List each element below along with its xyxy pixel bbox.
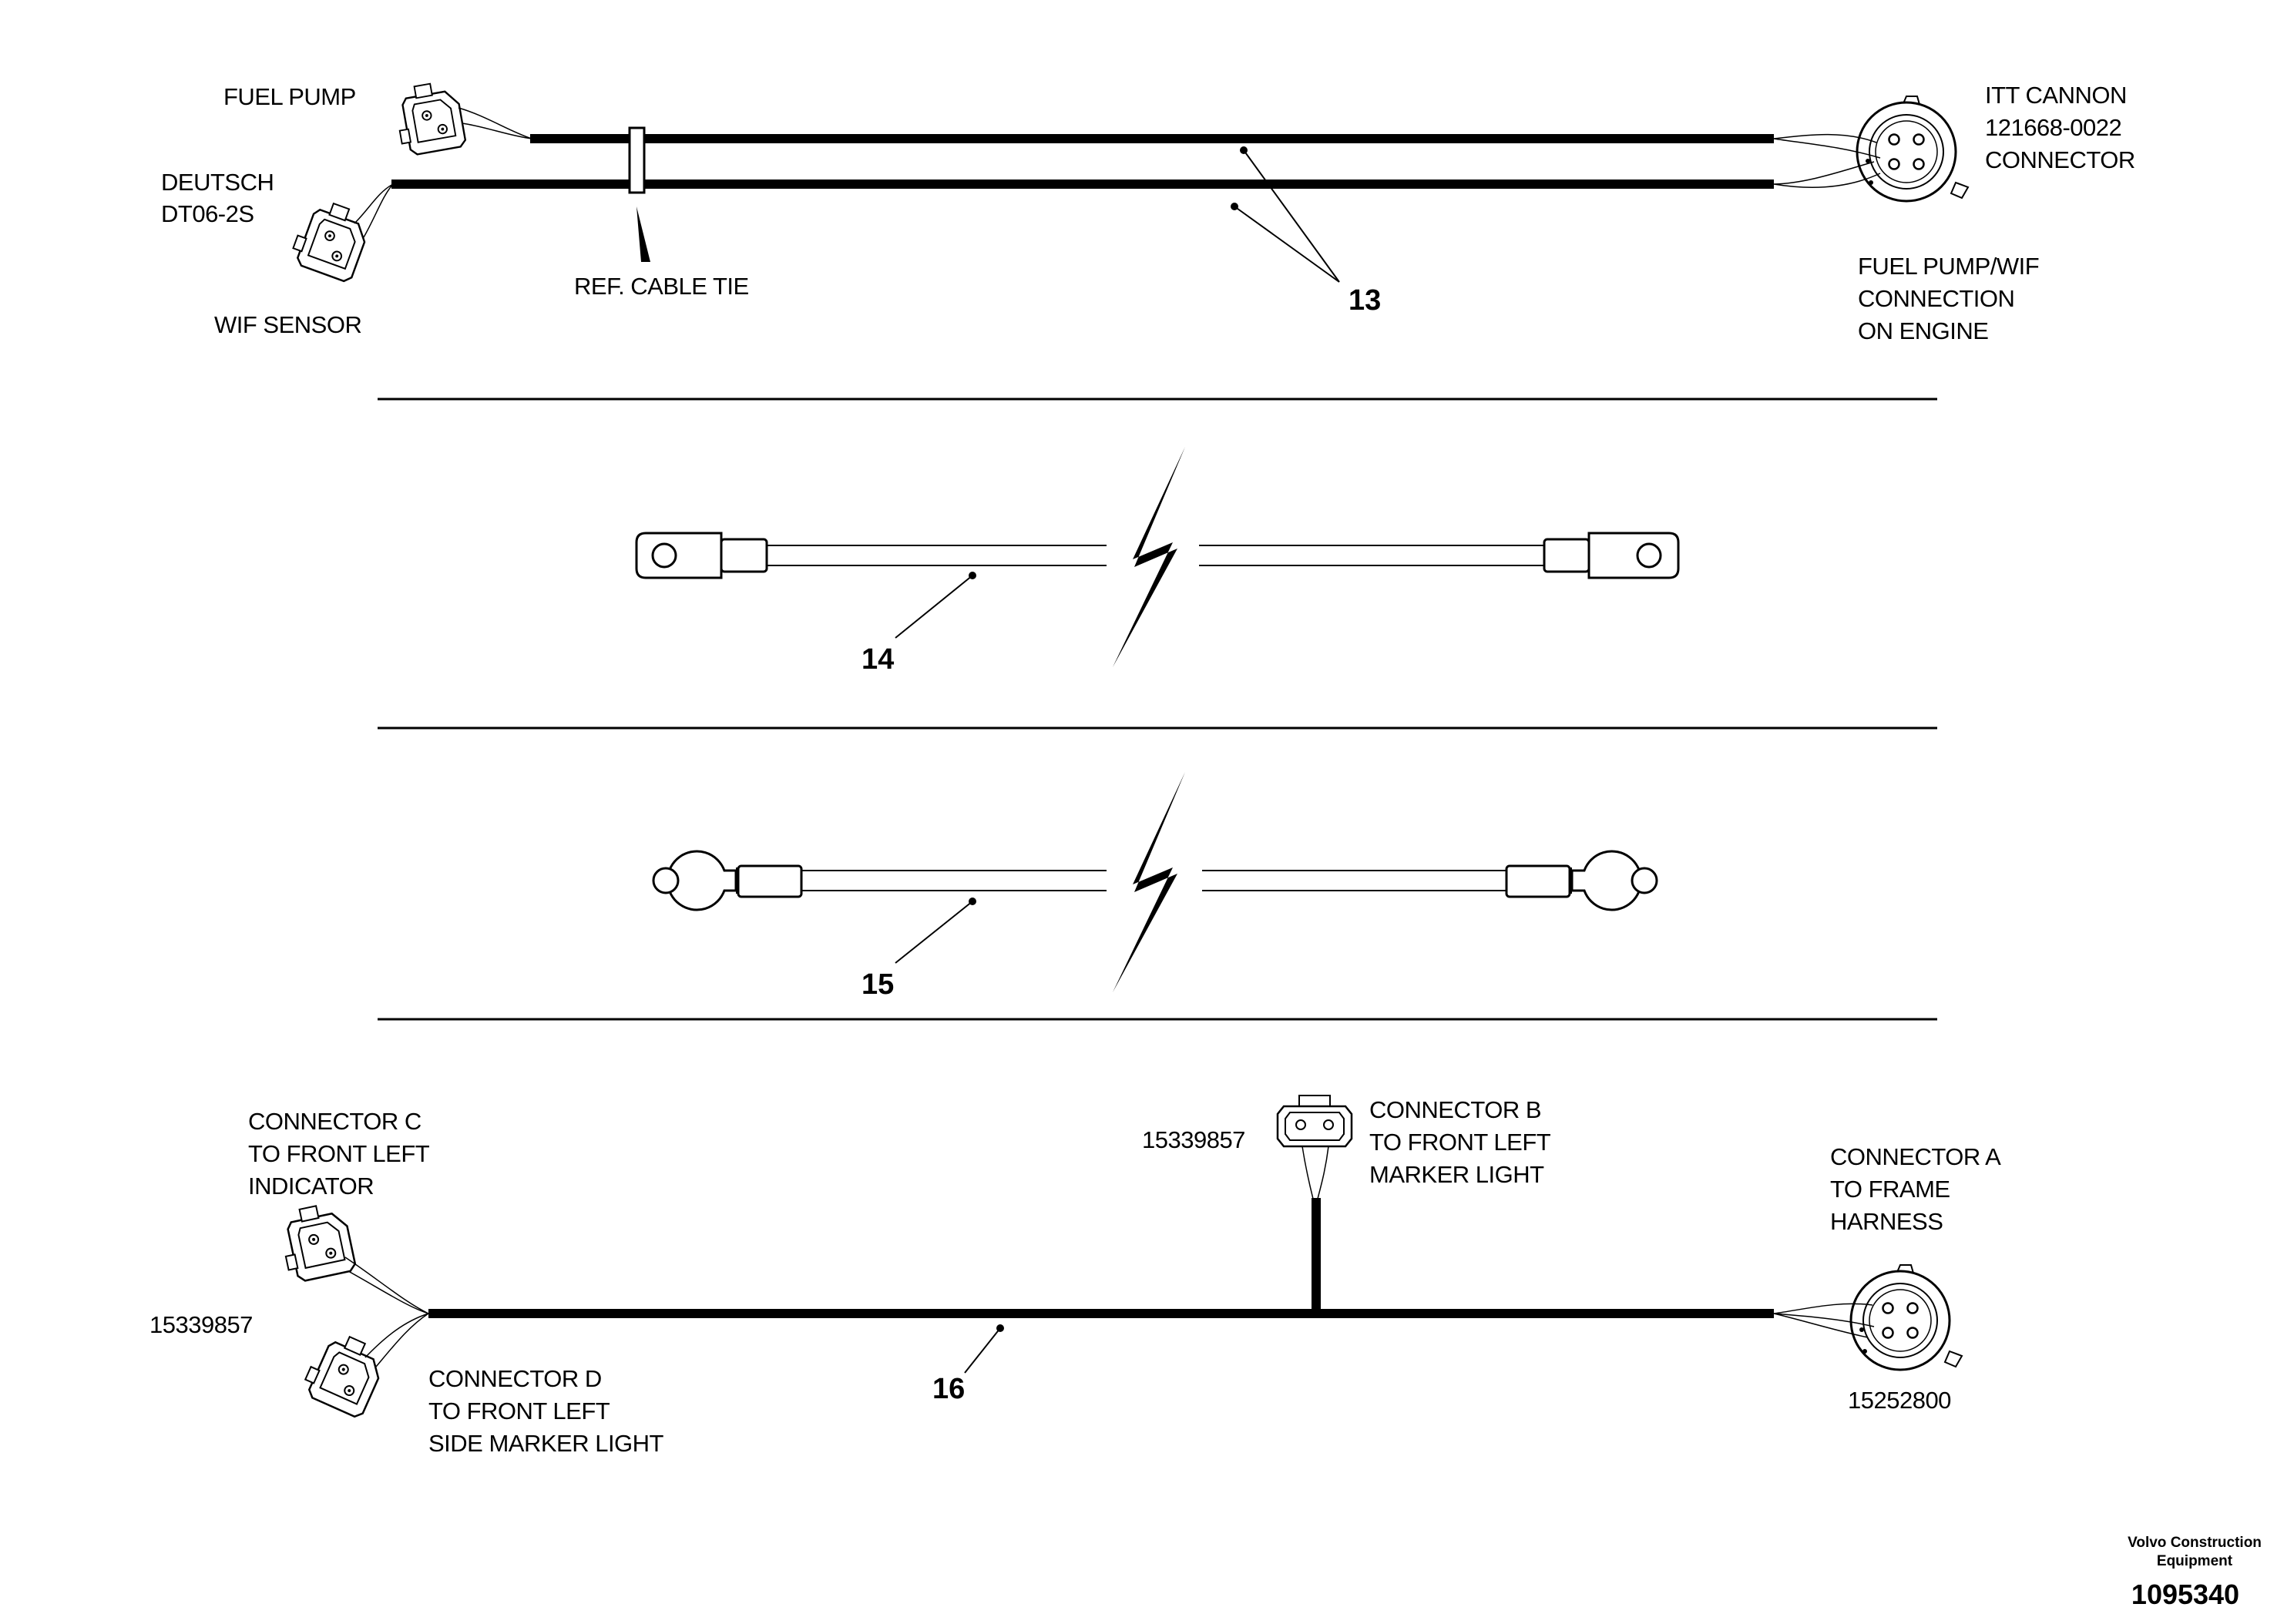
- label-part-a: 15252800: [1848, 1387, 1951, 1414]
- round-terminal-right: [1570, 850, 1643, 911]
- label-connector-b: CONNECTOR B: [1369, 1096, 1541, 1123]
- cable-14: 14: [635, 447, 1680, 676]
- label-deutsch: DEUTSCH: [161, 169, 274, 196]
- brand-line-2: Equipment: [2157, 1553, 2233, 1569]
- wif-sensor-pigtail: [354, 183, 394, 238]
- connector-a-pigtail: [1773, 1303, 1875, 1338]
- harness-13: FUEL PUMP DEUTSCH DT06-2S WIF SENSOR REF…: [161, 78, 2135, 344]
- ring-terminal-left: [635, 532, 723, 579]
- item-13-leader-lower: [1234, 206, 1340, 283]
- label-fuel-pump: FUEL PUMP: [223, 83, 356, 110]
- terminal-sleeve-left-15: [737, 864, 803, 898]
- fuel-pump-pigtail: [458, 107, 532, 139]
- document-number: 1095340: [2131, 1579, 2239, 1610]
- item-13-leader-upper: [1243, 149, 1340, 283]
- label-connector-a: CONNECTOR A: [1830, 1143, 2001, 1170]
- label-connector-d-side-marker: SIDE MARKER LIGHT: [428, 1430, 664, 1457]
- break-symbol-15: [1113, 772, 1185, 992]
- label-connector-b-marker: MARKER LIGHT: [1369, 1161, 1544, 1188]
- label-fuel-pump-wif: FUEL PUMP/WIF: [1858, 253, 2039, 280]
- ring-terminal-right: [1587, 532, 1680, 579]
- fuel-pump-connector: [391, 78, 468, 158]
- break-symbol-14: [1113, 447, 1185, 667]
- label-itt-cannon-connector: CONNECTOR: [1985, 146, 2135, 173]
- cable-tie-pointer: [636, 206, 650, 262]
- label-part-b: 15339857: [1142, 1126, 1245, 1153]
- label-connector-c: CONNECTOR C: [248, 1108, 422, 1135]
- label-connector-c-dest: TO FRONT LEFT: [248, 1140, 430, 1167]
- brand-line-1: Volvo Construction: [2128, 1535, 2262, 1551]
- label-wif-sensor: WIF SENSOR: [214, 311, 361, 338]
- terminal-sleeve-right: [1543, 538, 1590, 573]
- label-deutsch-part: DT06-2S: [161, 200, 254, 227]
- label-part-left: 15339857: [149, 1311, 253, 1338]
- label-connector-c-indicator: INDICATOR: [248, 1173, 374, 1200]
- wif-sensor-connector: [287, 194, 374, 284]
- cable-tie: [628, 126, 646, 194]
- label-connector-d: CONNECTOR D: [428, 1365, 602, 1392]
- label-connector-d-dest: TO FRONT LEFT: [428, 1398, 610, 1424]
- label-itt-cannon-part: 121668-0022: [1985, 114, 2121, 141]
- label-connection: CONNECTION: [1858, 285, 2014, 312]
- item-number-15: 15: [862, 968, 894, 1001]
- connector-d-pigtail: [364, 1313, 429, 1367]
- label-connector-a-dest: TO FRAME: [1830, 1176, 1950, 1203]
- connector-a: [1849, 1263, 1963, 1371]
- itt-cannon-connector: [1856, 95, 1970, 203]
- footer: Volvo Construction Equipment 1095340: [2128, 1535, 2262, 1610]
- cable-15: 15: [652, 772, 1658, 1001]
- item-number-16: 16: [932, 1373, 965, 1405]
- connector-b: [1276, 1095, 1353, 1148]
- label-connector-b-dest: TO FRONT LEFT: [1369, 1129, 1551, 1156]
- terminal-sleeve-right-15: [1505, 864, 1571, 898]
- itt-cannon-pigtail: [1773, 133, 1881, 188]
- label-connector-a-harness: HARNESS: [1830, 1208, 1943, 1235]
- item-number-14: 14: [862, 643, 894, 676]
- terminal-sleeve-left: [720, 538, 768, 573]
- connector-c-pigtail: [344, 1257, 429, 1314]
- connector-b-pigtail: [1302, 1146, 1329, 1200]
- item-number-13: 13: [1349, 284, 1381, 317]
- connector-c: [275, 1199, 358, 1285]
- connector-d: [298, 1326, 391, 1421]
- label-itt-cannon: ITT CANNON: [1985, 82, 2127, 109]
- harness-16: CONNECTOR C TO FRONT LEFT INDICATOR 1533…: [149, 1095, 2002, 1457]
- label-ref-cable-tie: REF. CABLE TIE: [574, 273, 749, 300]
- label-on-engine: ON ENGINE: [1858, 317, 1988, 344]
